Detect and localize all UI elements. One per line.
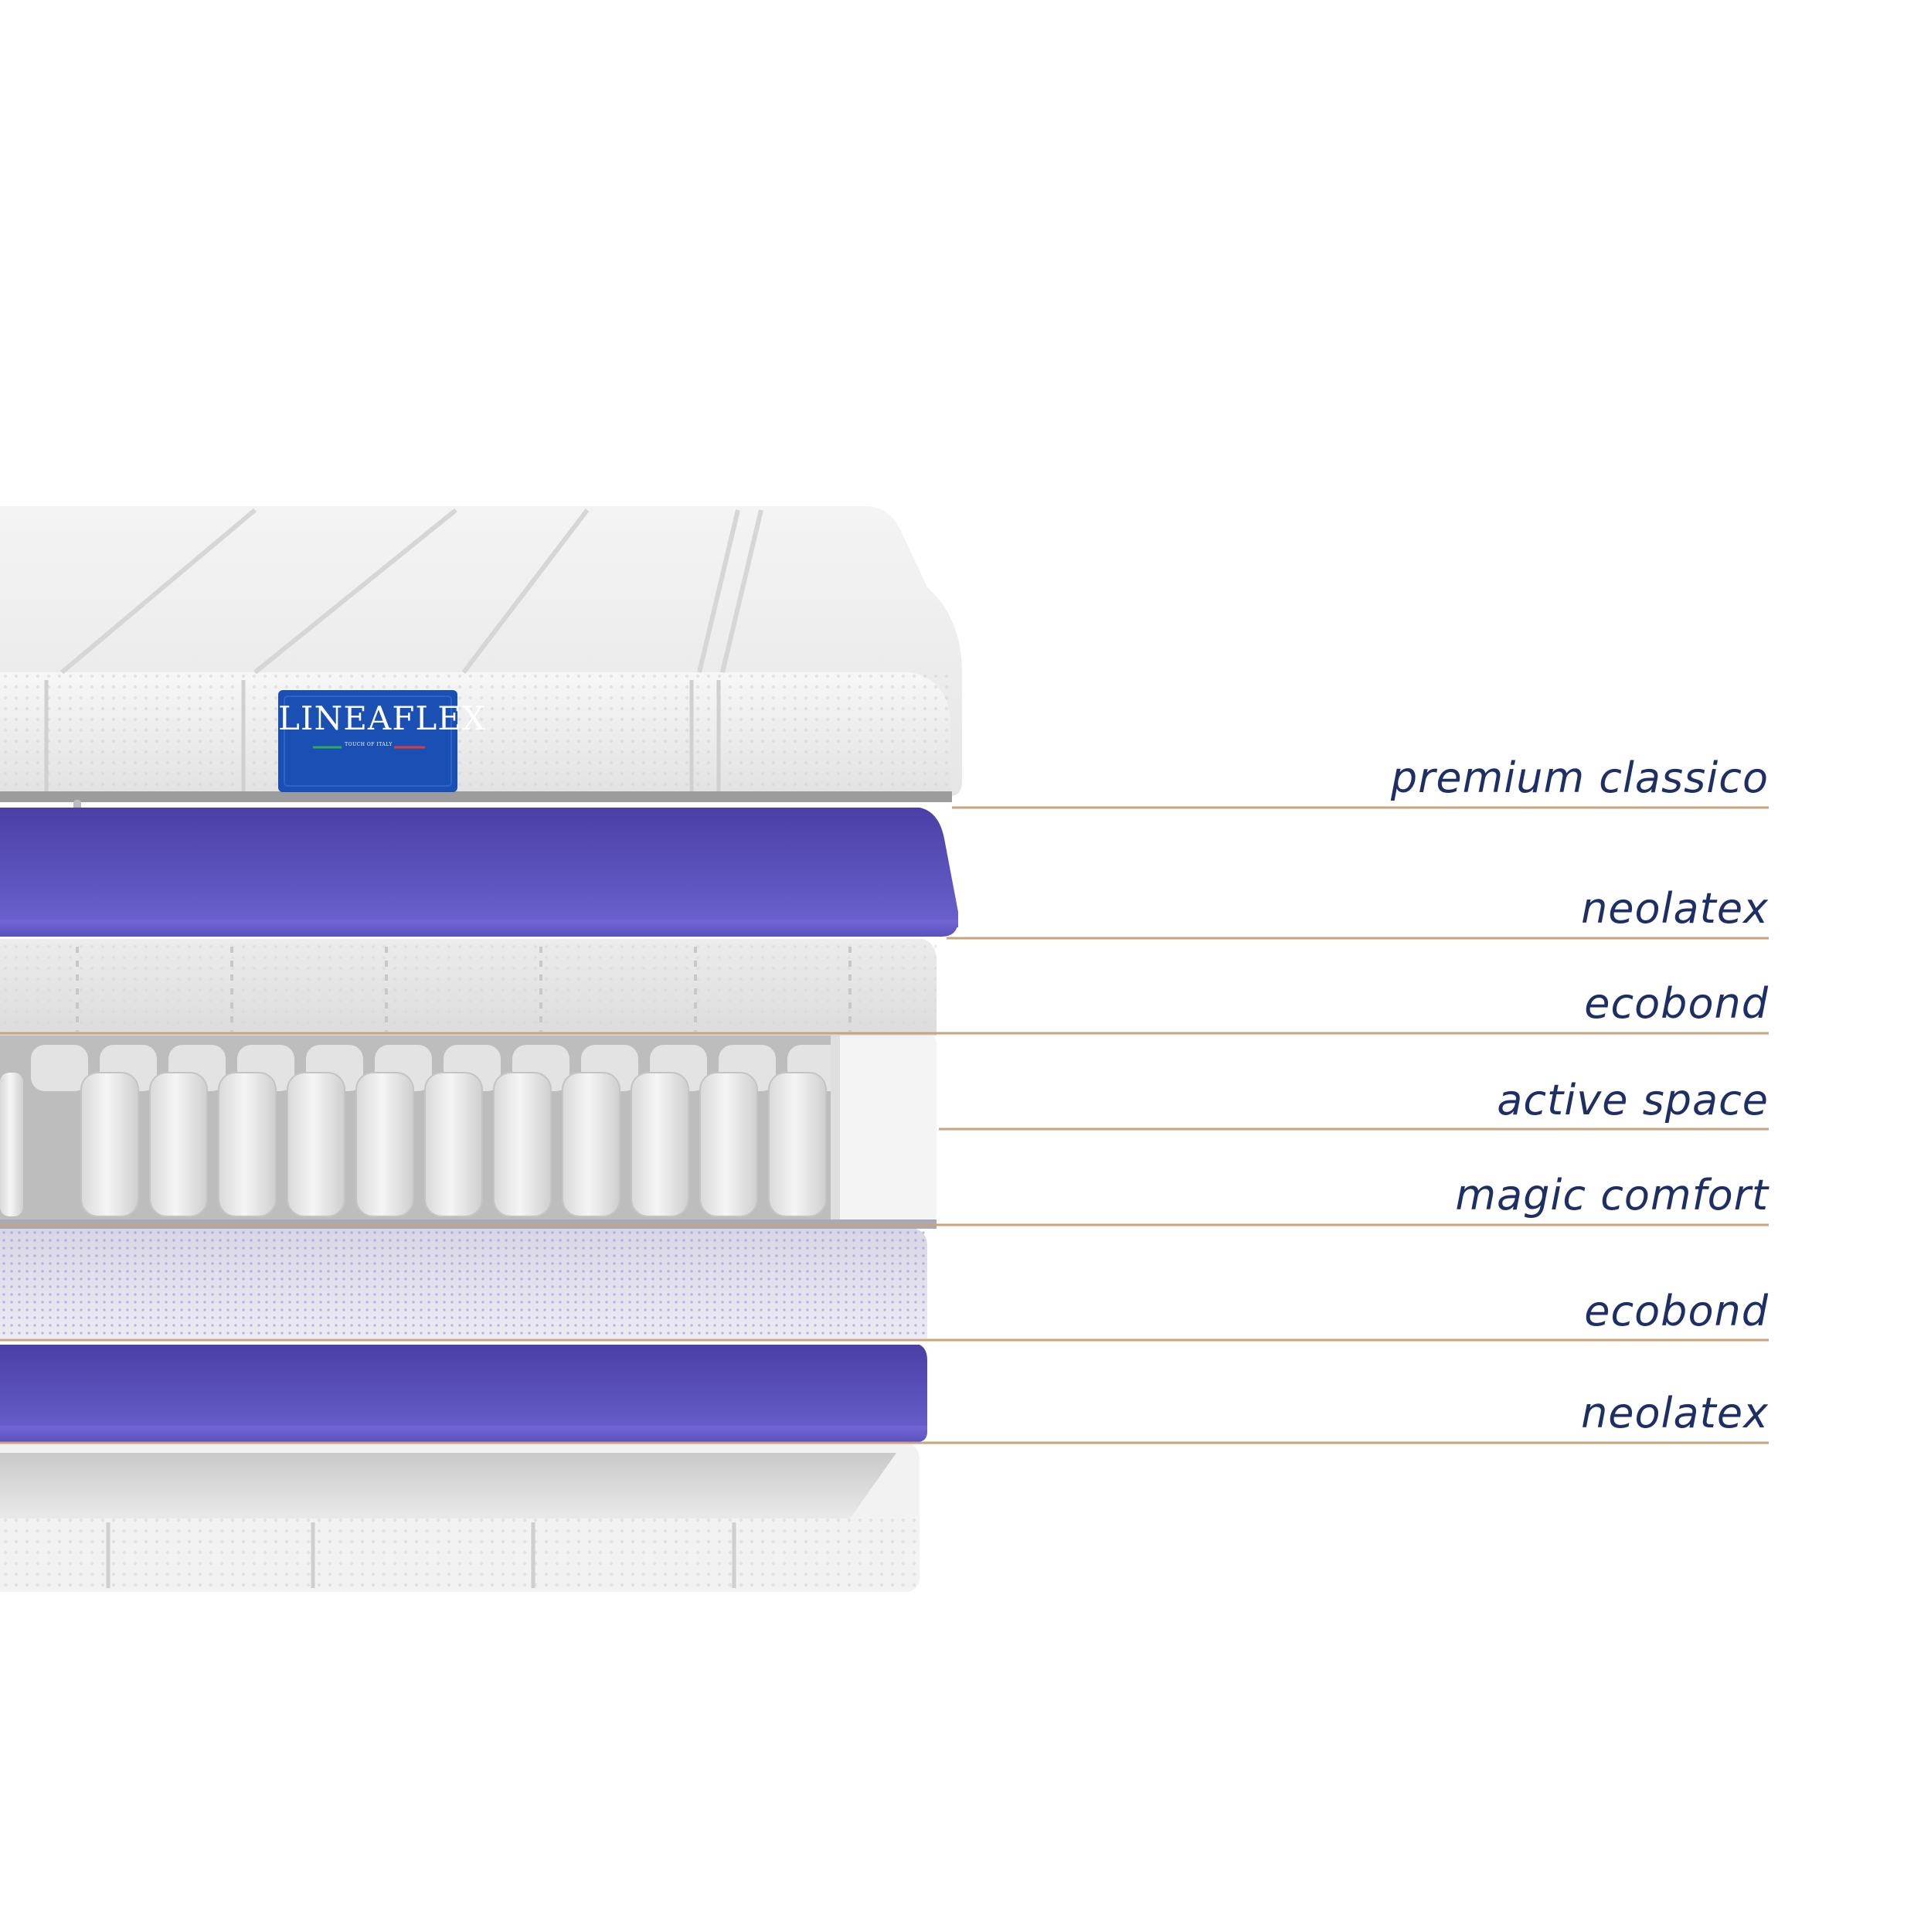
brand-label: [278, 690, 457, 792]
spring-coil: [699, 1072, 758, 1217]
spring-coil: [0, 1073, 23, 1216]
layer-label-neolatex-bottom: neolatex: [1581, 1389, 1769, 1437]
layer-label-magic-comfort: magic comfort: [1455, 1171, 1769, 1219]
spring-coil: [562, 1072, 620, 1217]
spring-coil: [355, 1072, 414, 1217]
ecobond-bottom-layer: [0, 1229, 927, 1338]
leader-lines: [0, 806, 1769, 1444]
spring-coil: [287, 1072, 345, 1217]
active-space-spring-layer: [0, 1036, 937, 1221]
neolatex-bottom-layer: [0, 1345, 927, 1442]
layer-label-ecobond-top: ecobond: [1584, 979, 1769, 1028]
neolatex-top-layer: [0, 808, 958, 937]
layer-label-premium-classico: premium classico: [1390, 753, 1769, 802]
spring-coil: [493, 1072, 552, 1217]
ecobond-top-layer: [0, 939, 937, 1036]
layer-label-ecobond-bottom: ecobond: [1584, 1287, 1769, 1335]
brand-name: LINEAFLEX: [278, 699, 486, 737]
spring-coil: [424, 1072, 483, 1217]
brand-tagline: TOUCH OF ITALY: [345, 742, 393, 747]
spring-coil-back: [31, 1045, 88, 1091]
spring-coil: [218, 1072, 277, 1217]
layer-label-neolatex-top: neolatex: [1581, 884, 1769, 933]
spring-coil: [631, 1072, 689, 1217]
bottom-cover-layer: [0, 1444, 920, 1592]
layer-label-active-space: active space: [1497, 1076, 1769, 1124]
spring-coil: [80, 1072, 139, 1217]
top-cover-layer: [0, 506, 962, 831]
spring-coil: [149, 1072, 208, 1217]
spring-coil: [768, 1072, 827, 1217]
